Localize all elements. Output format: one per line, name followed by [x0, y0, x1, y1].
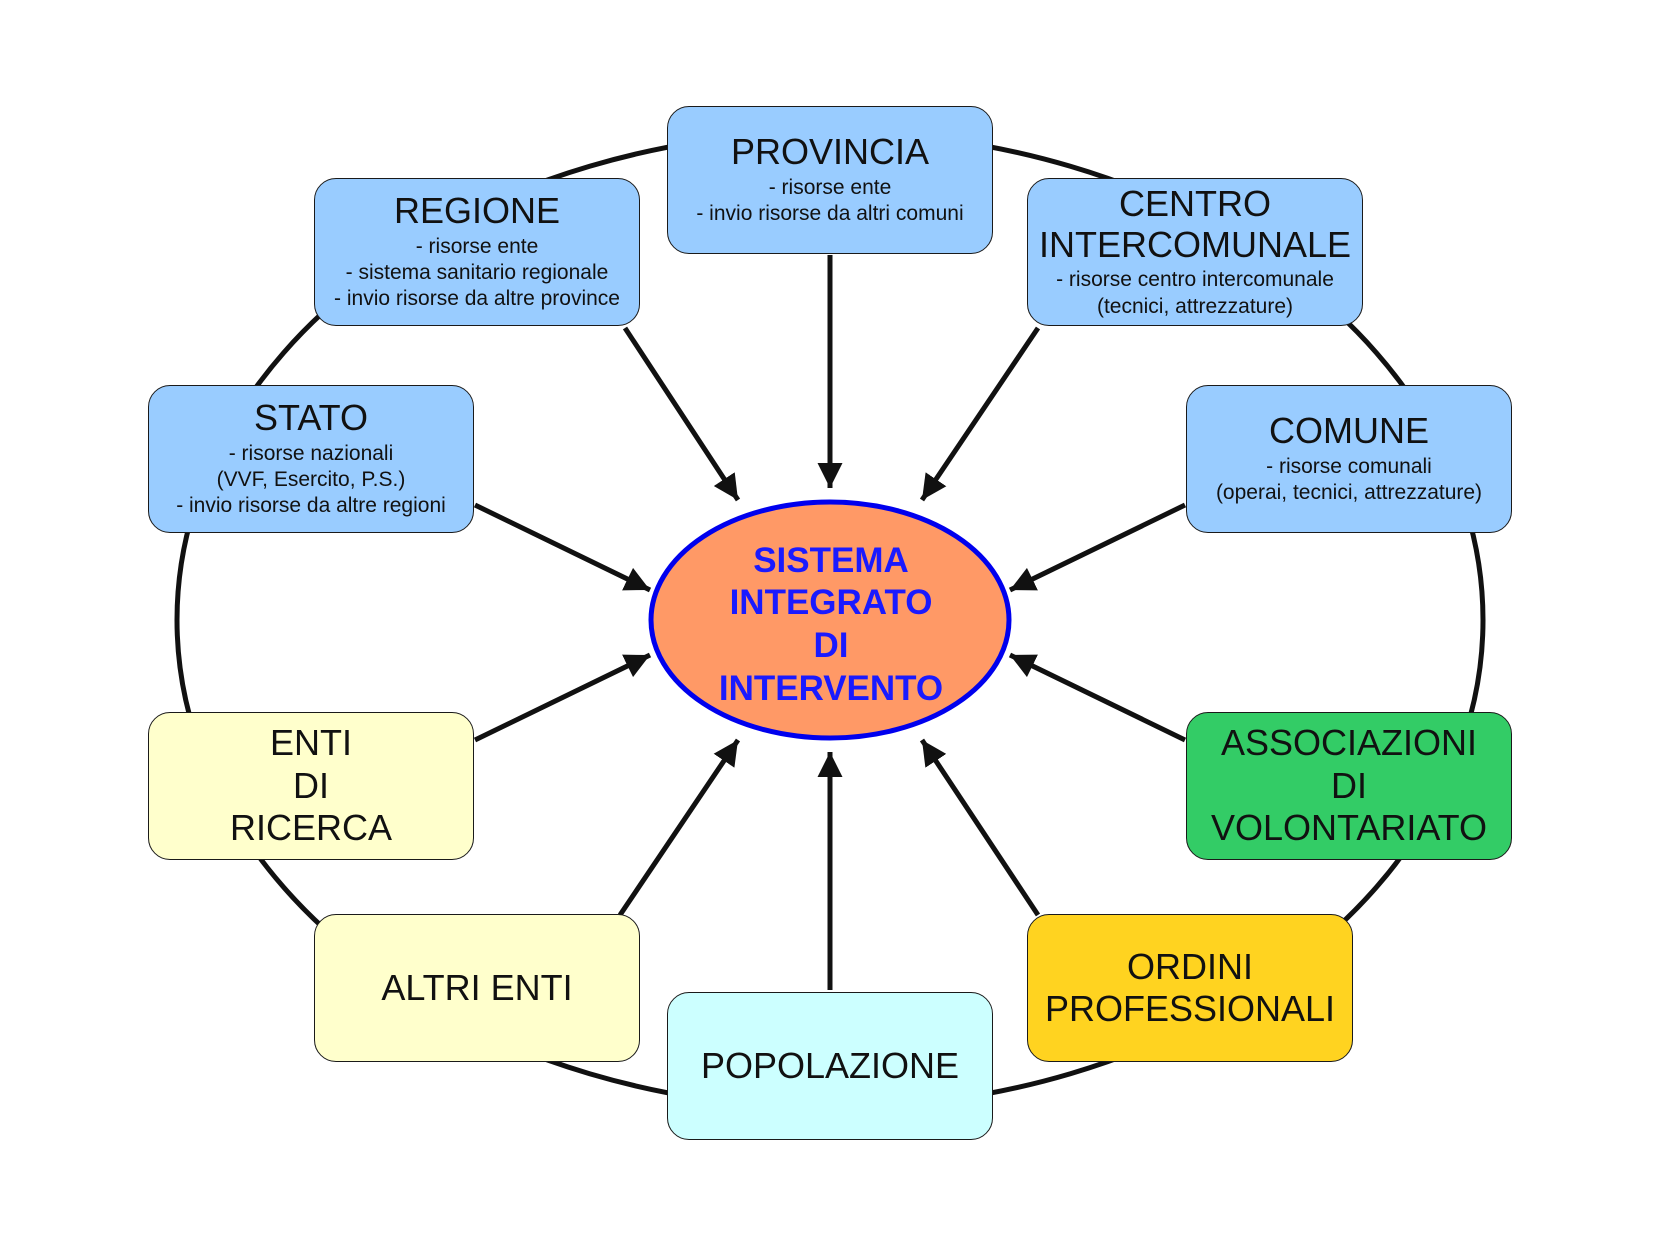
arrow-enti-ricerca — [473, 652, 652, 743]
center-label: SISTEMA INTEGRATO DI INTERVENTO — [718, 540, 944, 708]
node-regione-title: REGIONE — [393, 190, 561, 232]
node-enti-ricerca-title: ENTI DI RICERCA — [229, 722, 393, 849]
arrow-regione — [622, 326, 741, 502]
node-altri-enti[interactable]: ALTRI ENTI — [314, 914, 640, 1062]
node-associazioni-di-volontariato[interactable]: ASSOCIAZIONI DI VOLONTARIATO — [1186, 712, 1512, 860]
node-stato[interactable]: STATO - risorse nazionali (VVF, Esercito… — [148, 385, 474, 533]
node-popolazione-title: POPOLAZIONE — [700, 1044, 960, 1086]
node-ordini-professionali[interactable]: ORDINI PROFESSIONALI — [1027, 914, 1353, 1062]
node-stato-details: - risorse nazionali (VVF, Esercito, P.S.… — [176, 441, 446, 518]
node-comune-details: - risorse comunali (operai, tecnici, att… — [1215, 455, 1483, 505]
node-popolazione[interactable]: POPOLAZIONE — [667, 992, 993, 1140]
node-provincia[interactable]: PROVINCIA - risorse ente - invio risorse… — [667, 106, 993, 254]
node-enti-di-ricerca[interactable]: ENTI DI RICERCA — [148, 712, 474, 860]
node-provincia-details: - risorse ente - invio risorse da altri … — [696, 176, 964, 226]
node-centro-details: - risorse centro intercomunale (tecnici,… — [1056, 268, 1334, 318]
arrow-altri-enti — [617, 738, 741, 917]
node-comune-title: COMUNE — [1269, 410, 1429, 452]
node-regione[interactable]: REGIONE - risorse ente - sistema sanitar… — [314, 178, 640, 326]
arrow-comune — [1008, 502, 1187, 593]
arrow-ordini — [919, 738, 1041, 917]
node-associazioni-title: ASSOCIAZIONI DI VOLONTARIATO — [1210, 722, 1488, 849]
node-centro-title: CENTRO INTERCOMUNALE — [1038, 183, 1352, 265]
arrow-associazioni — [1008, 652, 1187, 743]
node-comune[interactable]: COMUNE - risorse comunali (operai, tecni… — [1186, 385, 1512, 533]
node-provincia-title: PROVINCIA — [730, 131, 930, 173]
node-regione-details: - risorse ente - sistema sanitario regio… — [334, 234, 620, 311]
center-ellipse — [648, 499, 1012, 741]
node-altri-enti-title: ALTRI ENTI — [381, 966, 573, 1008]
node-stato-title: STATO — [253, 397, 368, 439]
arrow-centro — [919, 326, 1041, 502]
node-centro-intercomunale[interactable]: CENTRO INTERCOMUNALE - risorse centro in… — [1027, 178, 1363, 326]
node-ordini-title: ORDINI PROFESSIONALI — [1044, 945, 1336, 1029]
arrow-stato — [473, 502, 652, 593]
